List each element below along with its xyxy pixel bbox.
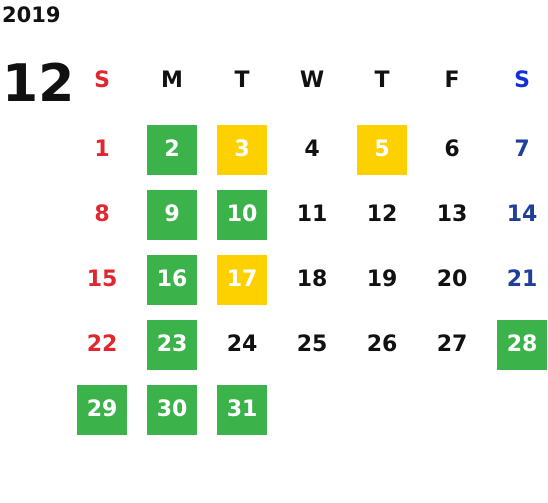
calendar-day: 29 [77,385,127,435]
weekday-header: T [374,68,390,93]
calendar-day: 11 [296,202,328,227]
weekday-header: W [299,68,325,93]
calendar-day: 13 [436,202,468,227]
calendar-day: 27 [436,332,468,357]
calendar-day: 4 [304,137,320,162]
calendar-day: 14 [506,202,538,227]
calendar-day: 22 [86,332,118,357]
calendar-day: 15 [86,267,118,292]
calendar-day: 12 [366,202,398,227]
weekday-header: M [161,68,183,93]
calendar-day: 17 [217,255,267,305]
calendar-day: 5 [357,125,407,175]
calendar-day: 31 [217,385,267,435]
calendar-day: 9 [147,190,197,240]
weekday-header: F [444,68,460,93]
calendar-day: 2 [147,125,197,175]
weekday-header: S [94,68,110,93]
calendar-day: 16 [147,255,197,305]
calendar-day: 30 [147,385,197,435]
weekday-header: T [234,68,250,93]
calendar-day: 19 [366,267,398,292]
calendar-day: 28 [497,320,547,370]
calendar-day: 23 [147,320,197,370]
calendar-day: 26 [366,332,398,357]
calendar-day: 1 [94,137,110,162]
calendar-day: 18 [296,267,328,292]
calendar-day: 10 [217,190,267,240]
calendar-day: 3 [217,125,267,175]
calendar-day: 7 [514,137,530,162]
calendar-day: 24 [226,332,258,357]
calendar-day: 8 [94,202,110,227]
month-label: 12 [2,54,75,114]
calendar-day: 6 [444,137,460,162]
calendar-day: 25 [296,332,328,357]
weekday-header: S [514,68,530,93]
calendar-day: 21 [506,267,538,292]
year-label: 2019 [2,3,61,27]
calendar-day: 20 [436,267,468,292]
